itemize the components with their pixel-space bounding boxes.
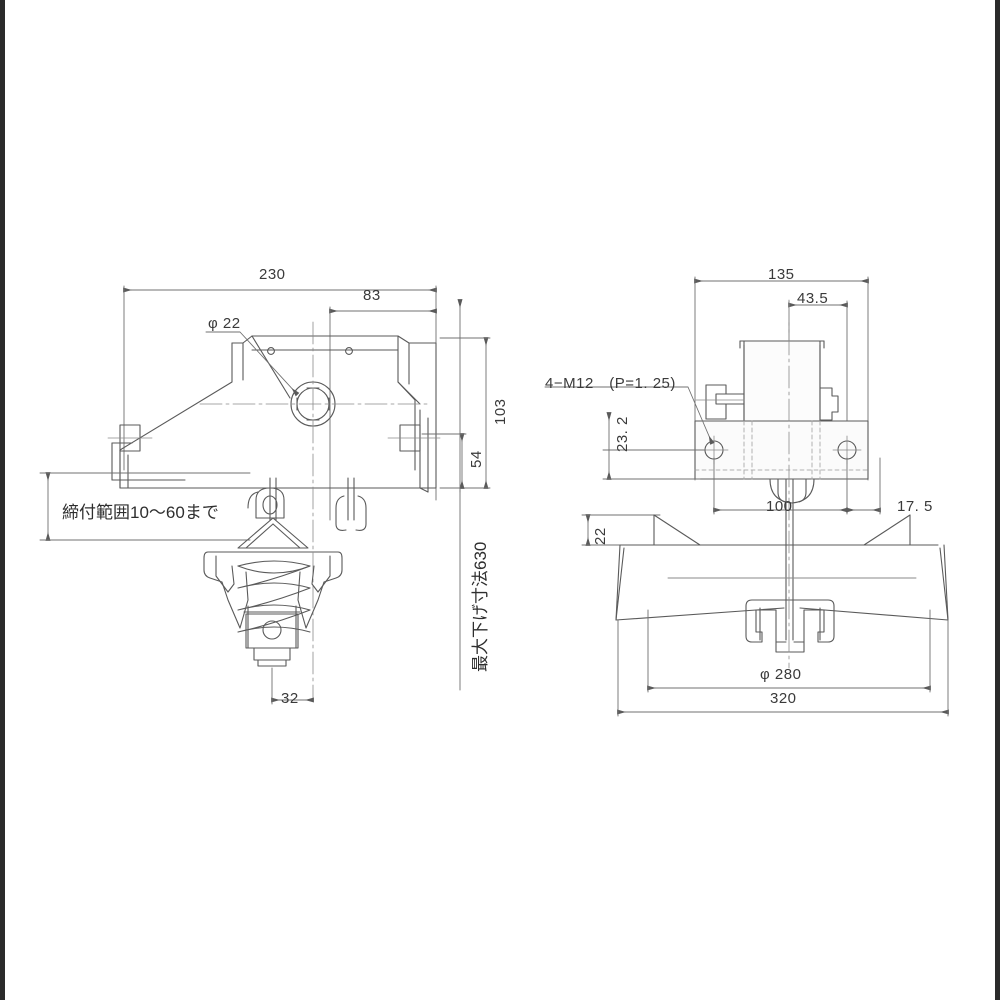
dim-phi280 — [647, 609, 931, 693]
hanger-assembly — [237, 477, 309, 549]
label-hole-height-23-2: 23. 2 — [614, 416, 631, 452]
dim-23-2 — [602, 412, 706, 480]
side-view-group — [544, 276, 949, 717]
label-plate-thickness-22: 22 — [592, 527, 609, 545]
label-clamp-range-note: 締付範囲10～60まで — [62, 503, 219, 522]
label-max-drop-note: 最大下げ寸法630 — [471, 541, 490, 672]
left-bracket — [107, 424, 186, 489]
rail-hole-left — [267, 347, 275, 355]
rail-clip — [745, 599, 835, 653]
right-bracket — [387, 409, 441, 493]
dish-body — [615, 514, 949, 621]
wheel-top — [769, 478, 815, 504]
dim-320 — [617, 619, 949, 717]
label-overall-width-230: 230 — [259, 266, 286, 283]
dim-17-5 — [846, 457, 881, 515]
dim-103-54 — [421, 337, 491, 489]
label-side-width-135: 135 — [768, 266, 795, 283]
upper-body-block — [739, 340, 825, 422]
dim-230 — [123, 285, 437, 501]
coil-spring — [237, 560, 311, 633]
label-upper-width-43-5: 43.5 — [797, 290, 829, 307]
front-view-group — [39, 285, 491, 705]
label-height-103: 103 — [492, 398, 509, 425]
dim-clamp-range — [39, 472, 251, 541]
label-inner-width-83: 83 — [363, 287, 381, 304]
front-body-outline — [119, 335, 437, 489]
dim-83 — [329, 306, 437, 521]
hidden-lines — [743, 420, 821, 480]
label-hole-phi22: φ 22 — [208, 315, 241, 332]
label-thread-4-m12: 4−M12 (P=1. 25) — [545, 375, 676, 392]
leader-4m12 — [544, 386, 715, 445]
shaft — [785, 478, 794, 641]
front-centerlines — [199, 321, 431, 701]
label-base-width-32: 32 — [281, 690, 299, 707]
right-lug — [819, 387, 839, 421]
label-edge-offset-17-5: 17. 5 — [897, 498, 933, 515]
secondary-hanger — [335, 477, 367, 531]
label-hole-spacing-100: 100 — [766, 498, 793, 515]
left-edge-band — [0, 0, 5, 1000]
label-outer-width-320: 320 — [770, 690, 797, 707]
right-edge-band — [995, 0, 1000, 1000]
rail-hole-right — [345, 347, 353, 355]
label-wheel-dia-phi280: φ 280 — [760, 666, 802, 683]
dim-32 — [271, 667, 314, 705]
leader-phi22 — [205, 331, 300, 397]
claw-frame — [203, 551, 343, 629]
dim-100 — [713, 457, 848, 515]
left-fork-lug — [695, 384, 745, 420]
label-height-54: 54 — [468, 450, 485, 468]
lower-body — [243, 605, 301, 667]
